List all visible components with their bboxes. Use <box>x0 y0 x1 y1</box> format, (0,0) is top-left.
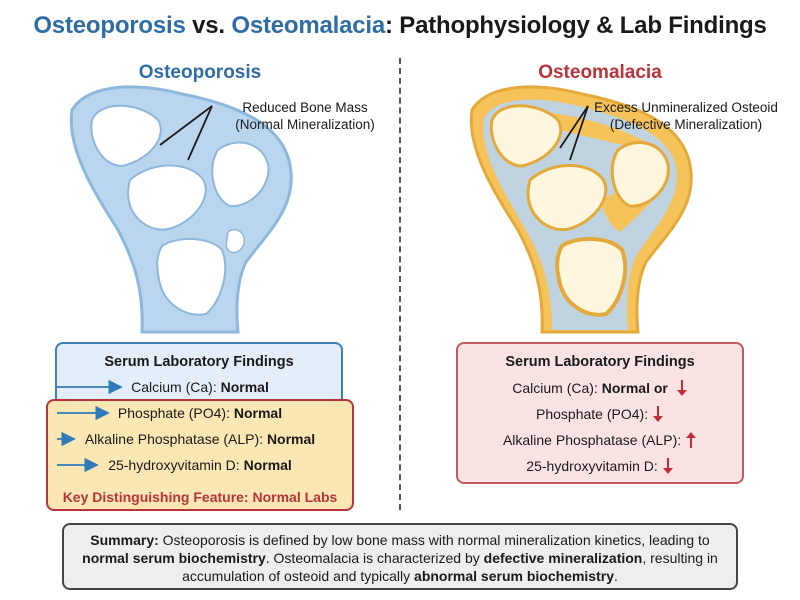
osteoporosis-phosphate-label: Phosphate (PO4): <box>117 405 234 421</box>
osteoporosis-alp-label: Alkaline Phosphatase (ALP): <box>84 431 267 447</box>
osteomalacia-row-vitd: 25-hydroxyvitamin D: <box>400 457 800 475</box>
osteomalacia-calcium-value: Normal or <box>601 380 668 396</box>
title-rest: : Pathophysiology & Lab Findings <box>385 12 767 39</box>
osteomalacia-pointer-2 <box>569 105 589 161</box>
summary-box: Summary: Osteoporosis is defined by low … <box>62 523 738 590</box>
summary-abnormal-biochem: abnormal serum biochemistry <box>414 568 614 584</box>
osteomalacia-row-alp: Alkaline Phosphatase (ALP): <box>400 431 800 449</box>
osteomalacia-heading: Osteomalacia <box>538 62 662 83</box>
osteoporosis-pointer-2 <box>187 105 213 161</box>
osteoporosis-callout-line2: (Normal Mineralization) <box>235 117 375 132</box>
osteoporosis-calcium-label: Calcium (Ca): <box>131 379 221 395</box>
osteomalacia-panel-heading: Serum Laboratory Findings <box>505 354 695 370</box>
osteoporosis-cavity-right <box>211 141 270 208</box>
osteoporosis-callout: Reduced Bone Mass (Normal Mineralization… <box>220 99 390 133</box>
osteoporosis-calcium-value: Normal <box>220 379 269 395</box>
osteomalacia-phosphate-label: Phosphate (PO4): <box>536 406 652 422</box>
title-osteoporosis: Osteoporosis <box>33 12 186 39</box>
title-vs: vs. <box>185 12 232 39</box>
osteoporosis-row-phosphate: Phosphate (PO4): Normal <box>0 405 400 421</box>
osteomalacia-calcium-label: Calcium (Ca): <box>512 380 602 396</box>
osteoporosis-vitd-label: 25-hydroxyvitamin D: <box>108 457 244 473</box>
osteoporosis-cavity-small <box>225 228 245 254</box>
osteoporosis-row-calcium: Calcium (Ca): Normal <box>0 379 400 395</box>
osteomalacia-pointer-1 <box>559 105 589 149</box>
osteoporosis-vitd-value: Normal <box>243 457 292 473</box>
summary-text-3: , resulting in accumulation of osteoid a… <box>182 550 718 584</box>
osteoporosis-phosphate-value: Normal <box>233 405 283 421</box>
osteomalacia-alp-label: Alkaline Phosphatase (ALP): <box>502 432 686 448</box>
osteomalacia-callout: Excess Unmineralized Osteoid (Defective … <box>578 99 794 133</box>
osteomalacia-bone-illustration <box>469 85 693 334</box>
arrow-down-icon <box>676 380 687 396</box>
summary-defective-mineralization: defective mineralization <box>483 550 643 566</box>
osteoporosis-pointer-1 <box>159 105 213 146</box>
center-divider <box>399 58 401 510</box>
osteoporosis-heading: Osteoporosis <box>138 62 262 83</box>
osteoporosis-alp-value: Normal <box>266 431 316 447</box>
key-distinguishing-feature: Key Distinguishing Feature: Normal Labs <box>62 489 338 505</box>
osteoporosis-row-vitd: 25-hydroxyvitamin D: Normal <box>0 457 400 473</box>
summary-text-4: . <box>613 568 618 584</box>
osteoporosis-bone-illustration <box>69 85 293 334</box>
osteoporosis-cavity-shaft <box>156 237 227 316</box>
osteoporosis-cavity-top <box>90 104 162 168</box>
arrow-up-icon <box>686 432 697 448</box>
osteomalacia-vitd-label: 25-hydroxyvitamin D: <box>526 458 662 474</box>
osteoporosis-panel-heading: Serum Laboratory Findings <box>104 354 294 370</box>
osteomalacia-cavity-top <box>489 104 563 168</box>
osteomalacia-cavity-mid <box>526 164 608 232</box>
osteoporosis-callout-line1: Reduced Bone Mass <box>242 100 368 115</box>
summary-normal-biochem: normal serum biochemistry <box>82 550 266 566</box>
osteoporosis-cavity-mid <box>127 164 207 231</box>
osteomalacia-lab-panel <box>456 342 744 484</box>
page-title: Osteoporosis vs. Osteomalacia: Pathophys… <box>0 12 800 40</box>
osteoporosis-row-alp: Alkaline Phosphatase (ALP): Normal <box>0 431 400 447</box>
arrow-down-icon <box>662 458 673 474</box>
arrow-down-icon <box>652 406 663 422</box>
osteomalacia-cavity-shaft <box>555 236 628 317</box>
title-osteomalacia: Osteomalacia <box>231 12 386 39</box>
osteomalacia-callout-line1: Excess Unmineralized Osteoid <box>594 100 778 115</box>
summary-text-1: Osteoporosis is defined by low bone mass… <box>158 532 710 548</box>
osteomalacia-callout-line2: (Defective Mineralization) <box>609 117 763 132</box>
summary-label: Summary: <box>90 532 159 548</box>
osteomalacia-row-phosphate: Phosphate (PO4): <box>400 405 800 423</box>
osteomalacia-row-calcium: Calcium (Ca): Normal or <box>400 379 800 397</box>
summary-text-2: . Osteomalacia is characterized by <box>265 550 484 566</box>
osteomalacia-cavity-right <box>610 141 670 208</box>
